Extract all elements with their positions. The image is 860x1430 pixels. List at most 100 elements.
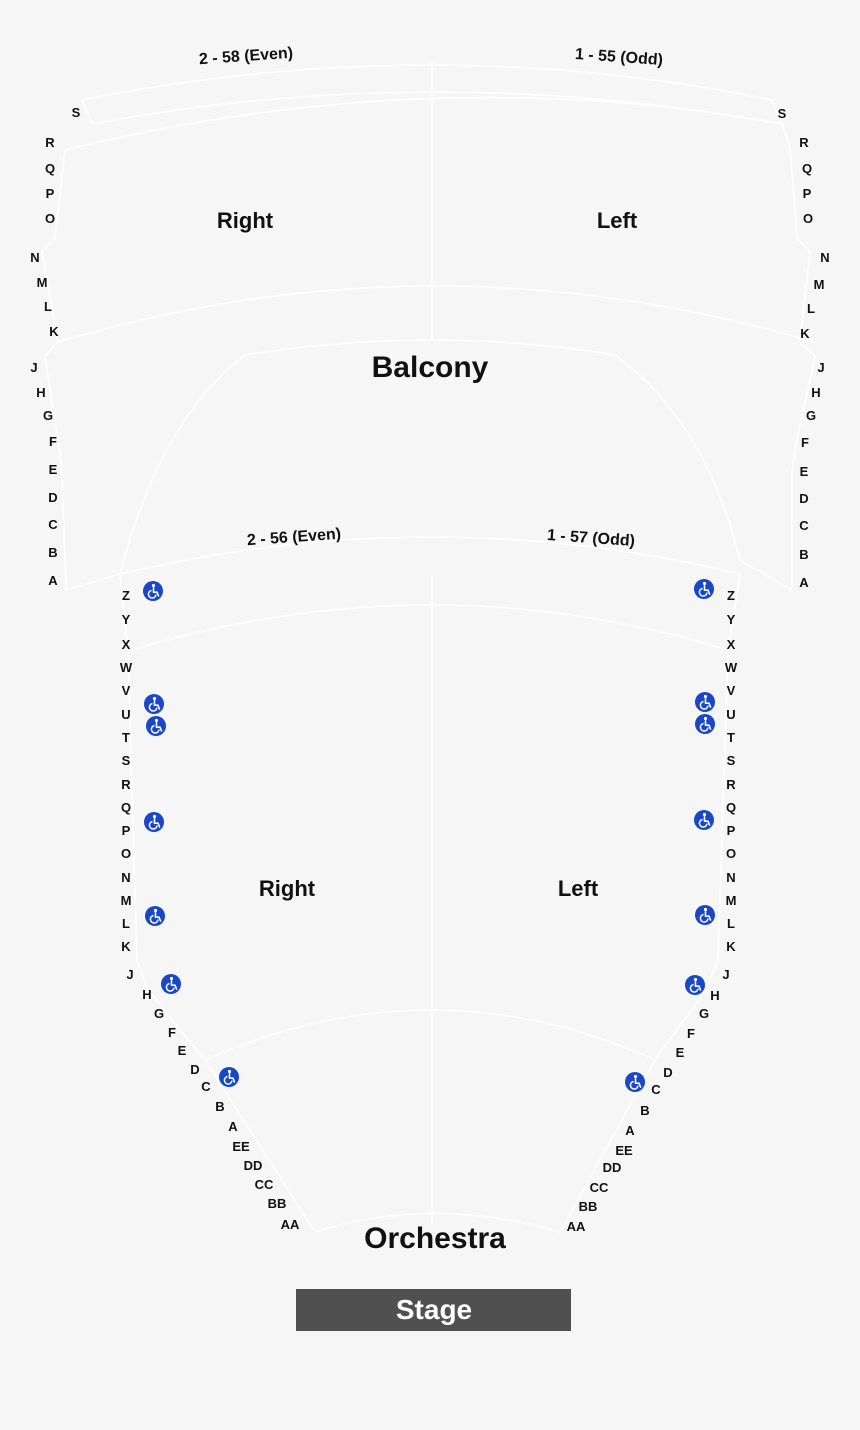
row-label: U xyxy=(121,707,130,722)
balcony-title: Balcony xyxy=(372,351,489,384)
row-label: X xyxy=(122,637,131,652)
row-label: O xyxy=(121,846,131,861)
row-label: N xyxy=(30,250,39,265)
row-label: AA xyxy=(281,1217,300,1232)
row-label: Y xyxy=(122,612,131,627)
row-label: DD xyxy=(244,1158,263,1173)
row-label: D xyxy=(190,1062,199,1077)
row-label: F xyxy=(168,1025,176,1040)
row-label: A xyxy=(228,1119,238,1134)
row-label: H xyxy=(811,385,820,400)
row-label: G xyxy=(806,408,816,423)
row-label: A xyxy=(799,575,809,590)
row-label: V xyxy=(122,683,131,698)
row-label: Y xyxy=(727,612,736,627)
row-label: J xyxy=(722,967,729,982)
row-label: T xyxy=(122,730,130,745)
row-label: K xyxy=(121,939,131,954)
row-label: V xyxy=(727,683,736,698)
row-label: Z xyxy=(122,588,130,603)
orchestra-right-range: 2 - 56 (Even) xyxy=(246,526,341,550)
row-label: G xyxy=(43,408,53,423)
orchestra-left-label: Left xyxy=(558,876,599,901)
row-label: E xyxy=(800,464,809,479)
row-label: D xyxy=(48,490,57,505)
row-label: BB xyxy=(579,1199,598,1214)
row-label: J xyxy=(126,967,133,982)
row-label: K xyxy=(800,326,810,341)
row-label: D xyxy=(799,491,808,506)
stage-label: Stage xyxy=(396,1294,472,1325)
wheelchair-icon[interactable] xyxy=(143,811,165,833)
row-label: W xyxy=(120,660,133,675)
stage: Stage xyxy=(296,1289,571,1331)
orchestra-outline xyxy=(119,536,741,1233)
orchestra-left-range: 1 - 57 (Odd) xyxy=(546,527,635,550)
row-label: L xyxy=(807,301,815,316)
row-label: L xyxy=(122,916,130,931)
wheelchair-icon[interactable] xyxy=(144,905,166,927)
row-label: DD xyxy=(603,1160,622,1175)
row-label: Z xyxy=(727,588,735,603)
row-label: B xyxy=(799,547,808,562)
wheelchair-icon[interactable] xyxy=(684,974,706,996)
row-label: O xyxy=(726,846,736,861)
row-label: T xyxy=(727,730,735,745)
row-label: C xyxy=(48,517,58,532)
row-label: K xyxy=(49,324,59,339)
row-label: N xyxy=(121,870,130,885)
wheelchair-icon[interactable] xyxy=(624,1071,646,1093)
row-label: EE xyxy=(615,1143,633,1158)
row-label: CC xyxy=(255,1177,274,1192)
balcony-row-labels-left: S R Q P O N M L K J H G F E D C B A xyxy=(30,105,80,588)
wheelchair-icon[interactable] xyxy=(694,904,716,926)
row-label: Q xyxy=(802,161,812,176)
row-label: H xyxy=(142,987,151,1002)
row-label: X xyxy=(727,637,736,652)
row-label: M xyxy=(814,277,825,292)
row-label: P xyxy=(727,823,736,838)
row-label: G xyxy=(699,1006,709,1021)
wheelchair-icon[interactable] xyxy=(693,578,715,600)
row-label: M xyxy=(726,893,737,908)
row-label: S xyxy=(122,753,131,768)
row-label: H xyxy=(36,385,45,400)
row-label: E xyxy=(178,1043,187,1058)
row-label: C xyxy=(201,1079,211,1094)
row-label: H xyxy=(710,988,719,1003)
row-label: M xyxy=(37,275,48,290)
row-label: S xyxy=(727,753,736,768)
wheelchair-icon[interactable] xyxy=(693,809,715,831)
row-label: F xyxy=(687,1026,695,1041)
wheelchair-icon[interactable] xyxy=(694,691,716,713)
row-label: A xyxy=(625,1123,635,1138)
row-label: F xyxy=(49,434,57,449)
row-label: P xyxy=(803,186,812,201)
row-label: EE xyxy=(232,1139,250,1154)
row-label: R xyxy=(726,777,736,792)
wheelchair-icon[interactable] xyxy=(694,713,716,735)
row-label: K xyxy=(726,939,736,954)
wheelchair-icon[interactable] xyxy=(218,1066,240,1088)
balcony-left-range: 1 - 55 (Odd) xyxy=(574,46,663,69)
orchestra-row-labels-left: Z Y X W V U T S R Q P O N M L K J H G F … xyxy=(120,588,300,1232)
wheelchair-icon[interactable] xyxy=(160,973,182,995)
row-label: P xyxy=(122,823,131,838)
row-label: P xyxy=(46,186,55,201)
row-label: G xyxy=(154,1006,164,1021)
row-label: C xyxy=(799,518,809,533)
balcony-row-labels-right: S R Q P O N M L K J H G F E D C B A xyxy=(778,106,830,590)
row-label: F xyxy=(801,435,809,450)
wheelchair-icon[interactable] xyxy=(142,580,164,602)
accessible-seating-icons xyxy=(142,578,716,1093)
row-label: E xyxy=(676,1045,685,1060)
wheelchair-icon[interactable] xyxy=(143,693,165,715)
orchestra-title: Orchestra xyxy=(364,1222,506,1255)
row-label: J xyxy=(817,360,824,375)
wheelchair-icon[interactable] xyxy=(145,715,167,737)
row-label: A xyxy=(48,573,58,588)
row-label: R xyxy=(799,135,809,150)
orchestra-right-label: Right xyxy=(259,876,316,901)
row-label: U xyxy=(726,707,735,722)
